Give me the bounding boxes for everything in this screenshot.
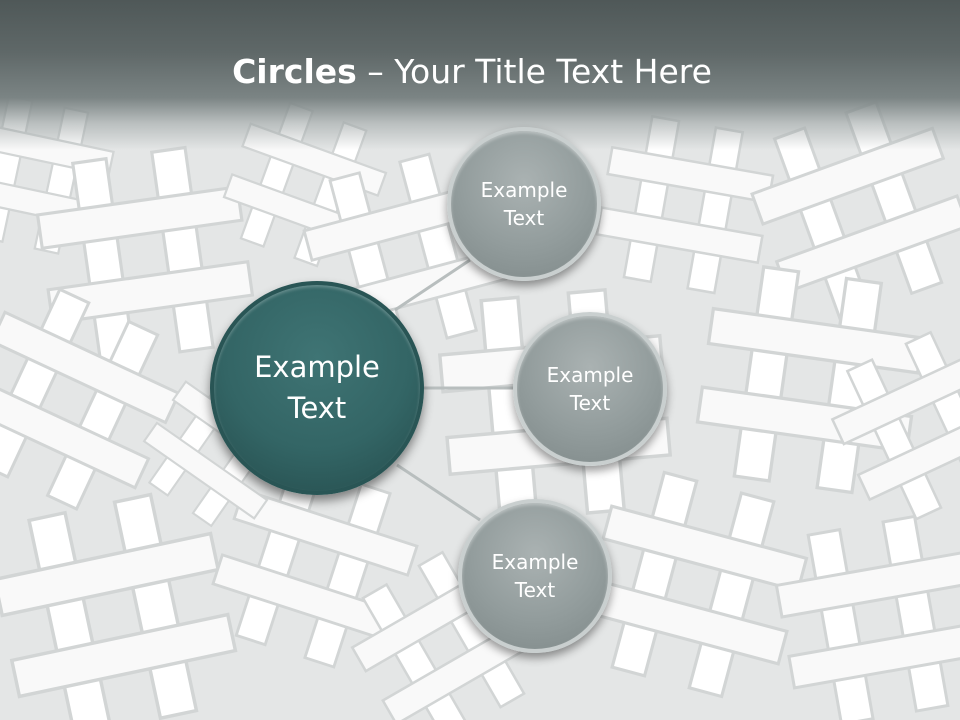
connector-top — [394, 258, 471, 312]
satellite-middle-line1: Example — [546, 363, 634, 387]
center-circle-line1: Example — [254, 350, 380, 385]
satellite-bottom-line2: Text — [514, 578, 556, 602]
satellite-circle-middle[interactable]: Example Text — [513, 312, 667, 466]
satellite-top-line1: Example — [480, 178, 568, 202]
slide-title: Circles – Your Title Text Here — [0, 52, 944, 91]
satellite-circle-bottom[interactable]: Example Text — [458, 499, 612, 653]
connector-bottom — [396, 463, 481, 522]
title-bold-part: Circles — [232, 52, 357, 91]
satellite-top-line2: Text — [503, 206, 545, 230]
satellite-bottom-line1: Example — [491, 550, 579, 574]
center-circle-line2: Text — [287, 391, 347, 425]
satellite-circle-top[interactable]: Example Text — [447, 127, 601, 281]
title-bar — [0, 0, 960, 150]
center-circle[interactable]: Example Text — [210, 281, 424, 495]
title-rest-part: – Your Title Text Here — [356, 52, 712, 91]
satellite-middle-line2: Text — [569, 391, 611, 415]
